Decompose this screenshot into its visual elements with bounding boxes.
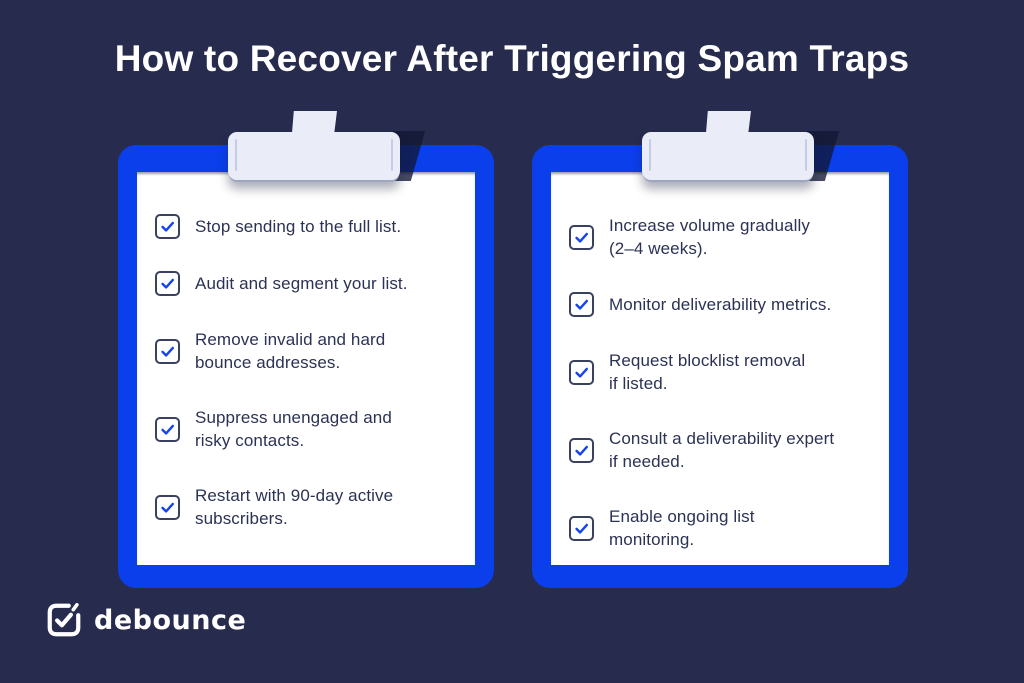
checkmark-icon <box>575 299 589 310</box>
checklist-item-label: Enable ongoing list monitoring. <box>609 507 755 549</box>
checkmark-icon <box>575 523 589 534</box>
checkmark-icon <box>575 232 589 243</box>
checklist-panel-right: Increase volume gradually (2–4 weeks). M… <box>551 172 889 565</box>
checkbox-checked[interactable] <box>569 292 594 317</box>
checklist-item-label: Restart with 90-day active subscribers. <box>195 486 394 528</box>
checklist-item-label: Increase volume gradually (2–4 weeks). <box>609 216 810 258</box>
checklist-item-label: Suppress unengaged and risky contacts. <box>195 408 392 450</box>
clip-tab <box>706 111 751 133</box>
checklist-item: Enable ongoing list monitoring. <box>569 505 875 551</box>
checkmark-icon <box>575 445 589 456</box>
brand-logo-text: debounce <box>94 604 247 636</box>
brand-logo: debounce <box>45 601 246 639</box>
clipboard-left: Stop sending to the full list. Audit and… <box>118 111 494 588</box>
checkmark-icon <box>575 367 589 378</box>
checkbox-checked[interactable] <box>569 437 594 463</box>
checkmark-icon <box>161 502 175 513</box>
checkbox-checked[interactable] <box>569 224 594 250</box>
clip-tab <box>292 111 337 133</box>
checkbox-checked[interactable] <box>155 214 180 239</box>
checklist-item-label: Audit and segment your list. <box>195 274 408 293</box>
check-circle-icon <box>45 601 83 639</box>
checklist-panel-left: Stop sending to the full list. Audit and… <box>137 172 475 565</box>
checkmark-icon <box>161 346 175 357</box>
checkbox-checked[interactable] <box>155 416 180 442</box>
checkbox-checked[interactable] <box>155 271 180 296</box>
checklist-item: Consult a deliverability expert if neede… <box>569 427 875 473</box>
clip-body <box>228 132 400 180</box>
checklist-item-label: Remove invalid and hard bounce addresses… <box>195 330 386 372</box>
checkbox-checked[interactable] <box>155 338 180 364</box>
checklist-item: Audit and segment your list. <box>155 271 461 296</box>
page-title: How to Recover After Triggering Spam Tra… <box>114 38 910 79</box>
checklist-item-label: Consult a deliverability expert if neede… <box>609 429 835 471</box>
checklist-item: Request blocklist removal if listed. <box>569 349 875 395</box>
clip-body <box>642 132 814 180</box>
checklist-item-label: Monitor deliverability metrics. <box>609 295 832 314</box>
checkbox-checked[interactable] <box>569 515 594 541</box>
checklist-item: Increase volume gradually (2–4 weeks). <box>569 214 875 260</box>
checklist-item: Restart with 90-day active subscribers. <box>155 484 461 530</box>
checklist-item: Remove invalid and hard bounce addresses… <box>155 328 461 374</box>
checklist-item: Monitor deliverability metrics. <box>569 292 875 317</box>
checklist-item-label: Stop sending to the full list. <box>195 217 402 236</box>
checkmark-icon <box>161 424 175 435</box>
checklist-item: Stop sending to the full list. <box>155 214 461 239</box>
checklist-item-label: Request blocklist removal if listed. <box>609 351 806 393</box>
checkbox-checked[interactable] <box>155 494 180 520</box>
checklist-item: Suppress unengaged and risky contacts. <box>155 406 461 452</box>
clipboard-right: Increase volume gradually (2–4 weeks). M… <box>532 111 908 588</box>
checkmark-icon <box>161 221 175 232</box>
checkbox-checked[interactable] <box>569 359 594 385</box>
checkmark-icon <box>161 278 175 289</box>
